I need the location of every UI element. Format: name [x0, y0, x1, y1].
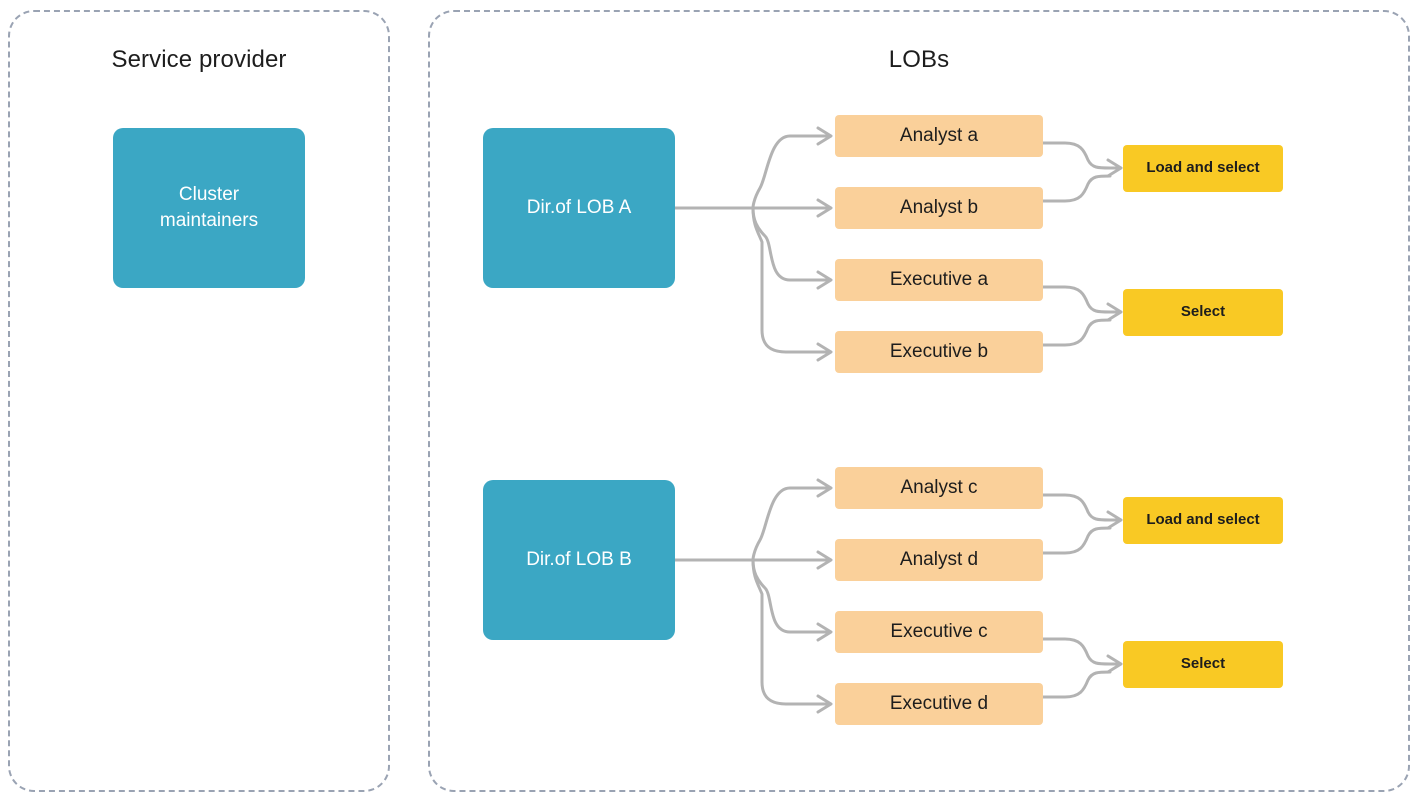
node-select-a-label: Select — [1180, 303, 1226, 321]
node-cluster-maintainers[interactable]: Cluster maintainers — [113, 128, 305, 288]
node-analyst-b-label: Analyst b — [899, 197, 979, 219]
node-executive-b[interactable]: Executive b — [835, 331, 1043, 373]
node-executive-c[interactable]: Executive c — [835, 611, 1043, 653]
node-analyst-c[interactable]: Analyst c — [835, 467, 1043, 509]
panel-lobs-title: LOBs — [888, 46, 950, 73]
panel-lobs: LOBs — [428, 10, 1410, 792]
node-select-b-label: Select — [1180, 655, 1226, 673]
node-executive-d[interactable]: Executive d — [835, 683, 1043, 725]
node-load-and-select-b[interactable]: Load and select — [1123, 497, 1283, 544]
node-cluster-maintainers-line1: Cluster — [178, 184, 240, 206]
node-load-and-select-b-label: Load and select — [1146, 511, 1260, 529]
node-executive-c-label: Executive c — [890, 621, 988, 643]
node-analyst-d-label: Analyst d — [899, 549, 979, 571]
node-analyst-a[interactable]: Analyst a — [835, 115, 1043, 157]
panel-service-provider: Service provider — [8, 10, 390, 792]
node-load-and-select-a-label: Load and select — [1146, 159, 1260, 177]
node-select-a[interactable]: Select — [1123, 289, 1283, 336]
node-dir-of-lob-b-label: Dir.of LOB B — [526, 549, 632, 571]
node-executive-a-label: Executive a — [889, 269, 989, 291]
node-dir-of-lob-a-label: Dir.of LOB A — [526, 197, 632, 219]
node-dir-of-lob-b[interactable]: Dir.of LOB B — [483, 480, 675, 640]
node-load-and-select-a[interactable]: Load and select — [1123, 145, 1283, 192]
node-cluster-maintainers-label: Cluster maintainers — [160, 182, 258, 233]
node-cluster-maintainers-line2: maintainers — [159, 210, 259, 231]
node-executive-a[interactable]: Executive a — [835, 259, 1043, 301]
node-analyst-b[interactable]: Analyst b — [835, 187, 1043, 229]
node-select-b[interactable]: Select — [1123, 641, 1283, 688]
panel-service-provider-title: Service provider — [111, 46, 287, 73]
node-dir-of-lob-a[interactable]: Dir.of LOB A — [483, 128, 675, 288]
node-analyst-c-label: Analyst c — [900, 477, 978, 499]
node-analyst-d[interactable]: Analyst d — [835, 539, 1043, 581]
node-executive-b-label: Executive b — [889, 341, 989, 363]
node-executive-d-label: Executive d — [889, 693, 989, 715]
node-analyst-a-label: Analyst a — [899, 125, 979, 147]
